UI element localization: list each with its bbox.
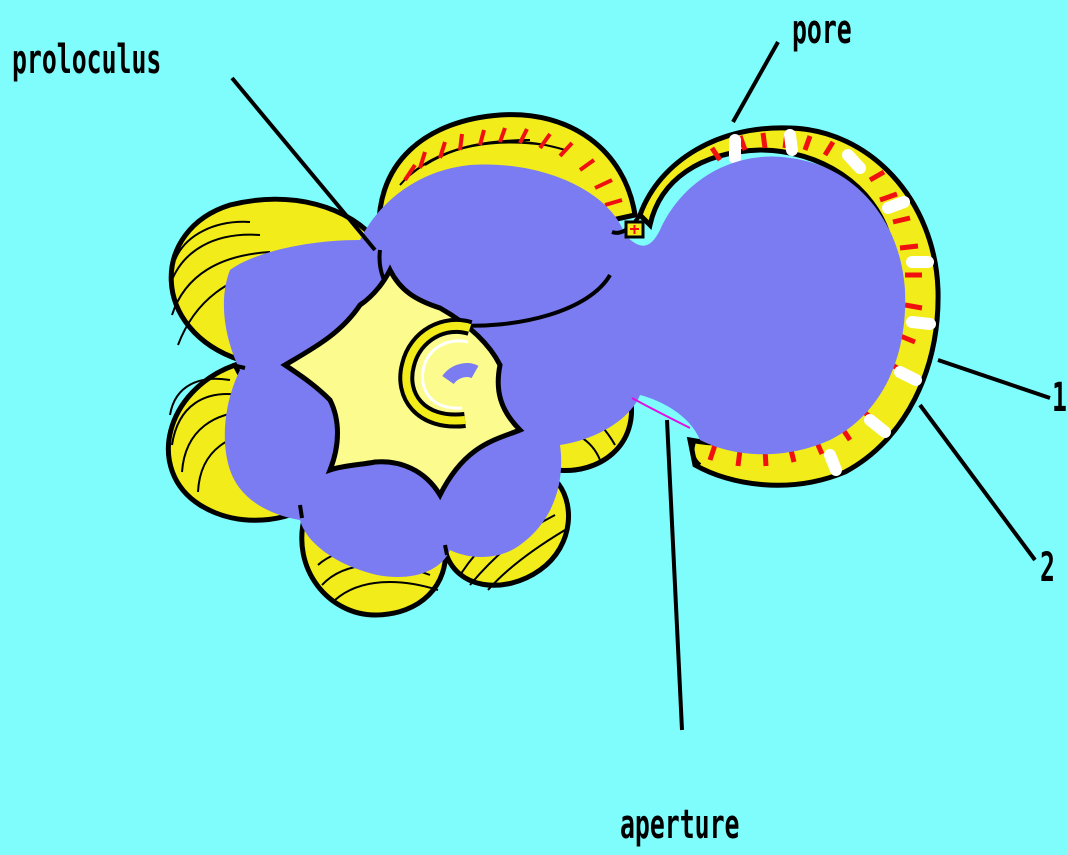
leader-pore bbox=[733, 42, 778, 122]
label-1: 1 bbox=[1052, 378, 1067, 418]
label-aperture: aperture bbox=[620, 805, 739, 845]
pore-marker bbox=[626, 222, 643, 237]
label-proloculus: proloculus bbox=[12, 40, 161, 80]
label-pore: pore bbox=[792, 10, 852, 50]
label-2: 2 bbox=[1040, 548, 1055, 588]
leader-aperture bbox=[667, 420, 682, 730]
leader-2 bbox=[920, 405, 1035, 560]
leader-1 bbox=[938, 360, 1050, 398]
